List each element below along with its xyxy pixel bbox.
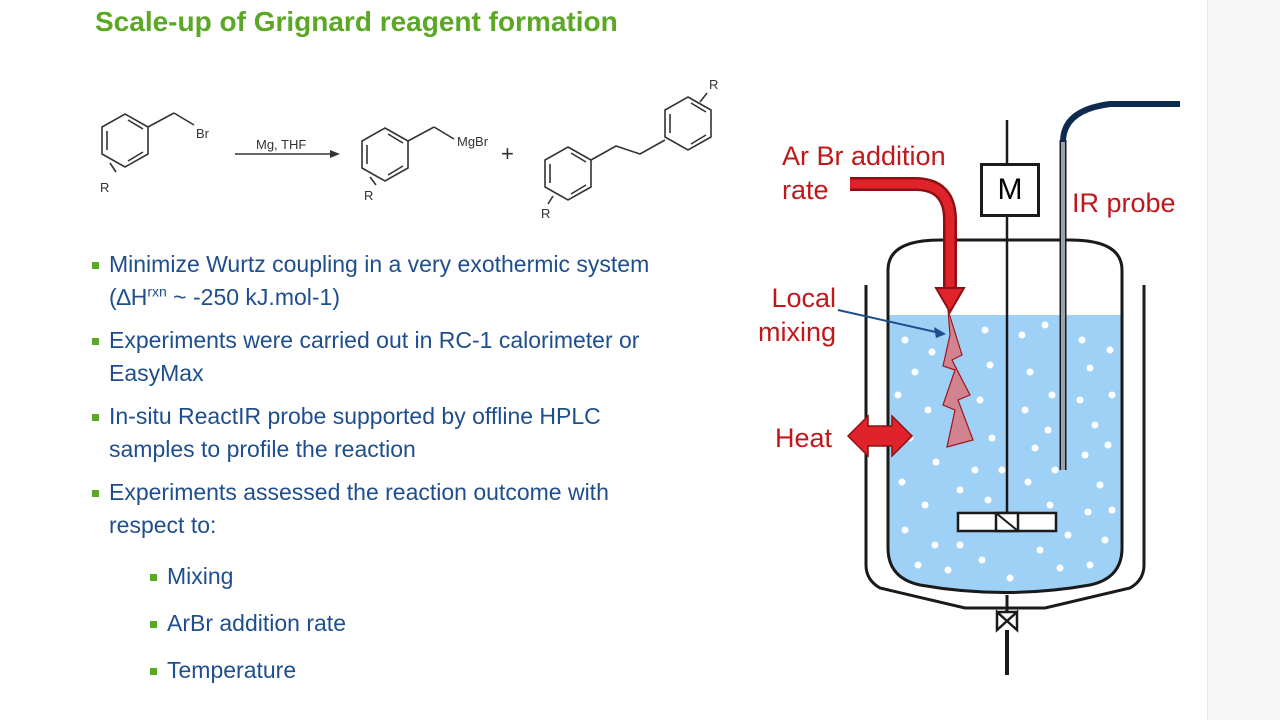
reactant-r-bond bbox=[109, 162, 117, 173]
bullet-item: Minimize Wurtz coupling in a very exothe… bbox=[92, 248, 732, 314]
local-mixing-label: Local mixing bbox=[757, 283, 836, 347]
motor-box: M bbox=[980, 163, 1040, 217]
product-benzene-ring bbox=[361, 127, 409, 182]
heat-label: Heat bbox=[775, 423, 833, 453]
reactor-vessel bbox=[886, 238, 1124, 594]
bullet-marker bbox=[150, 668, 157, 675]
slide-title: Scale-up of Grignard reagent formation bbox=[95, 6, 618, 37]
local-mixing-pointer-head bbox=[934, 327, 946, 338]
bullet-marker bbox=[92, 414, 99, 421]
reaction-arrow-head bbox=[330, 150, 340, 158]
reactor-jacket bbox=[864, 285, 1146, 610]
dimer-r-bond-2 bbox=[699, 92, 708, 103]
bullet-marker bbox=[92, 262, 99, 269]
product-ch2-bond bbox=[407, 126, 435, 142]
sub-bullet-item: Mixing bbox=[150, 560, 732, 593]
product-mgbr-label: MgBr bbox=[457, 134, 489, 149]
sub-bullet-item: Temperature bbox=[150, 654, 732, 687]
dimer-benzene-ring-1 bbox=[544, 146, 592, 201]
drain-valve bbox=[995, 609, 1019, 633]
dimer-r-label-2: R bbox=[709, 77, 718, 92]
addition-rate-label: Ar Br addition rate bbox=[782, 141, 946, 205]
impeller-hub-slash bbox=[995, 512, 1019, 532]
bullet-marker bbox=[150, 574, 157, 581]
dimer-benzene-ring-2 bbox=[664, 96, 712, 151]
reactant-ch2-bond bbox=[147, 112, 175, 128]
bullet-item: Experiments were carried out in RC-1 cal… bbox=[92, 324, 732, 390]
liquid-bubbles bbox=[894, 321, 1116, 582]
bullet-item: In-situ ReactIR probe supported by offli… bbox=[92, 400, 732, 466]
reactant-benzene-ring bbox=[101, 113, 149, 168]
bullet-list: Minimize Wurtz coupling in a very exothe… bbox=[92, 248, 732, 701]
heat-arrow bbox=[846, 414, 914, 458]
product-r-label: R bbox=[364, 188, 373, 203]
product-r-bond bbox=[369, 176, 377, 186]
feed-arrow-head bbox=[934, 287, 966, 314]
bullet-marker bbox=[92, 490, 99, 497]
reactant-br-bond bbox=[173, 112, 195, 126]
dimer-r-bond-1 bbox=[547, 195, 554, 205]
bullet-item: Experiments assessed the reaction outcom… bbox=[92, 476, 732, 542]
reactant-r-label: R bbox=[100, 180, 109, 195]
plus-sign: + bbox=[501, 141, 514, 166]
ir-probe-label: IR probe bbox=[1072, 188, 1176, 218]
bullet-marker bbox=[92, 338, 99, 345]
dimer-ethylene-bridge bbox=[590, 139, 666, 161]
local-mixing-pointer bbox=[837, 309, 941, 334]
product-mgbr-bond bbox=[433, 126, 455, 140]
bullet-marker bbox=[150, 621, 157, 628]
local-mixing-zone bbox=[942, 309, 974, 448]
feed-line bbox=[850, 179, 955, 290]
reactor-diagram bbox=[837, 101, 1180, 675]
sub-bullet-item: ArBr addition rate bbox=[150, 607, 732, 640]
dimer-r-label-1: R bbox=[541, 206, 550, 220]
reactant-br-label: Br bbox=[196, 126, 210, 141]
reaction-scheme: Br R Mg, THF MgBr R R R + bbox=[100, 77, 718, 220]
ir-probe-cable bbox=[1060, 101, 1180, 143]
slide-edge-panel bbox=[1207, 0, 1280, 720]
reagents-label: Mg, THF bbox=[256, 137, 306, 152]
